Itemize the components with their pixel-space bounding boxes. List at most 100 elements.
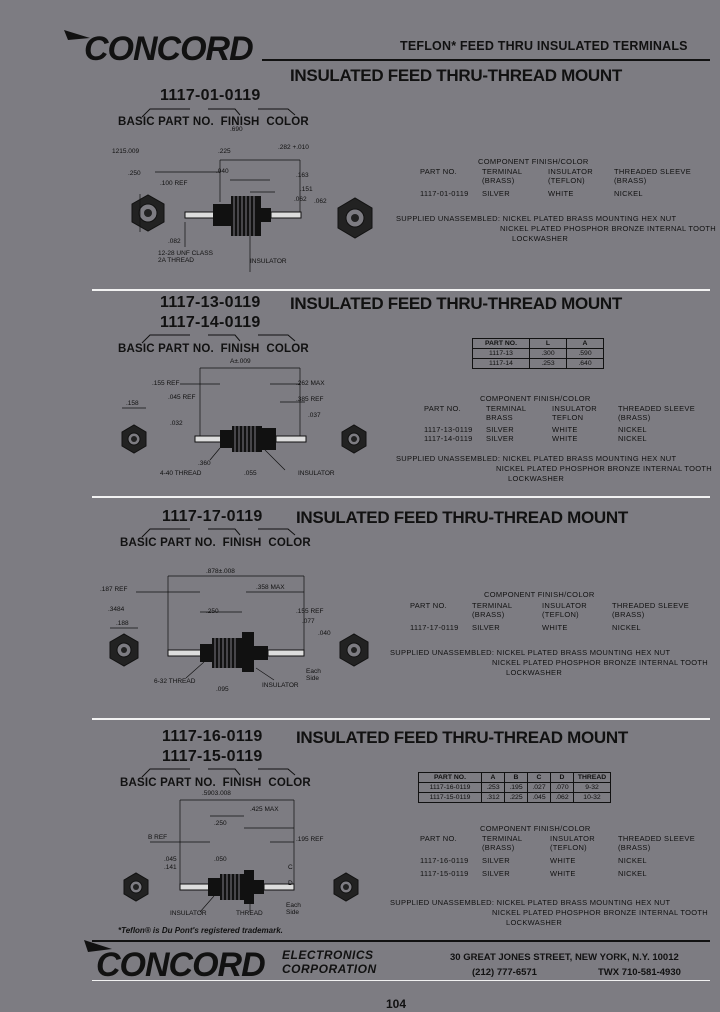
supplied-line: NICKEL PLATED PHOSPHOR BRONZE INTERNAL T… — [496, 464, 713, 473]
part-number: 1117-17-0119 — [162, 508, 263, 525]
table-cell: SILVER — [486, 434, 514, 443]
dim-label: .040 — [318, 630, 331, 637]
dim-label: .082 — [168, 238, 181, 245]
table-cell: 1117-13 — [472, 348, 530, 359]
color-label: COLOR — [268, 777, 311, 789]
dim-label: .358 MAX — [256, 584, 285, 591]
part-labels: BASIC PART NO. FINISH COLOR — [118, 343, 309, 355]
component-table-title: COMPONENT FINISH/COLOR — [484, 590, 595, 599]
supplied-line: NICKEL PLATED PHOSPHOR BRONZE INTERNAL T… — [492, 908, 709, 917]
table-cell: NICKEL — [618, 425, 647, 434]
table-cell: 1117-01-0119 — [420, 189, 469, 198]
part-labels: BASIC PART NO. FINISH COLOR — [120, 777, 311, 789]
dim-label: 1215.009 — [112, 148, 140, 155]
footer-rule-top — [92, 940, 710, 942]
supplied-line: NICKEL PLATED PHOSPHOR BRONZE INTERNAL T… — [500, 224, 717, 233]
header-logo-swoosh — [62, 28, 92, 47]
footer-logo: CONCORD — [96, 946, 266, 984]
table-cell: .062 — [550, 792, 574, 803]
supplied-label: SUPPLIED UNASSEMBLED: — [390, 648, 495, 657]
table-cell: .027 — [527, 782, 551, 793]
part-labels: BASIC PART NO. FINISH COLOR — [120, 537, 311, 549]
col-header: TERMINAL BRASS — [486, 404, 527, 422]
dim-label: .878±.008 — [206, 568, 235, 575]
table-cell: SILVER — [482, 189, 510, 198]
supplied-line: NICKEL PLATED BRASS MOUNTING HEX NUT — [502, 454, 677, 463]
dim-label: 6-32 THREAD — [154, 678, 196, 685]
col-header: THREADED SLEEVE (BRASS) — [618, 834, 696, 852]
dim-label: .040 — [216, 168, 229, 175]
dim-label: 4-40 THREAD — [160, 470, 202, 477]
footer-twx: TWX 710-581-4930 — [598, 967, 681, 978]
dim-label: .250 — [206, 608, 219, 615]
terminal-drawing: .878±.008 .187 REF .358 MAX .3484 .250 .… — [96, 568, 386, 698]
dim-label: .077 — [302, 618, 315, 625]
dim-label: .188 — [116, 620, 129, 627]
supplied-line: LOCKWASHER — [506, 918, 563, 927]
terminal-drawing: .5903.008 .425 MAX .250 B REF .195 REF .… — [110, 790, 380, 920]
header: CONCORD TEFLON* FEED THRU INSULATED TERM… — [0, 0, 720, 70]
dim-label: .250 — [128, 170, 141, 177]
table-cell: 10-32 — [573, 792, 611, 803]
table-cell: 1117-15-0119 — [418, 792, 482, 803]
terminal-side-view — [179, 870, 295, 904]
dim-label: .250 — [214, 820, 227, 827]
dim-label: .360 — [198, 460, 211, 467]
table-cell: SILVER — [472, 623, 500, 632]
footer-phone: (212) 777-6571 — [472, 967, 537, 978]
table-cell: SILVER — [486, 425, 514, 434]
component-table: PART NO. TERMINAL (BRASS) INSULATOR (TEF… — [420, 834, 710, 878]
part-number: 1117-01-0119 — [160, 87, 261, 104]
table-cell: .253 — [481, 782, 505, 793]
dim-label: .155 REF — [152, 380, 180, 387]
dim-label: 12-28 UNF CLASS 2A THREAD — [158, 250, 213, 264]
col-header: PART NO. — [424, 404, 461, 413]
col-header: TERMINAL (BRASS) — [472, 601, 513, 619]
part-number-brackets — [140, 766, 310, 784]
col-header: THREAD — [573, 772, 611, 783]
dim-label: .100 REF — [160, 180, 188, 187]
table-cell: 1117-14-0119 — [424, 434, 473, 443]
header-logo: CONCORD — [84, 30, 254, 68]
table-cell: NICKEL — [612, 623, 641, 632]
part-number-brackets — [140, 526, 310, 544]
finish-label: FINISH — [220, 116, 260, 128]
dim-label: Each Side — [306, 668, 321, 682]
supplied-line: NICKEL PLATED BRASS MOUNTING HEX NUT — [496, 648, 671, 657]
hex-nut-end-view — [123, 872, 149, 902]
hex-nut-end-view-right — [337, 197, 373, 239]
col-header: A — [566, 338, 604, 349]
component-table-title: COMPONENT FINISH/COLOR — [478, 157, 589, 166]
supplied-line: LOCKWASHER — [512, 234, 569, 243]
dim-label: .055 — [244, 470, 257, 477]
table-cell: 1117-17-0119 — [410, 623, 459, 632]
table-cell: WHITE — [550, 869, 576, 878]
header-title: TEFLON* FEED THRU INSULATED TERMINALS — [400, 39, 688, 53]
table-cell: .253 — [529, 358, 567, 369]
col-header: C — [527, 772, 551, 783]
color-label: COLOR — [266, 343, 309, 355]
footer-logo-swoosh — [82, 938, 114, 959]
table-cell: 1117-13-0119 — [424, 425, 473, 434]
section-title: INSULATED FEED THRU-THREAD MOUNT — [296, 728, 628, 747]
trademark-note: *Teflon® is Du Pont's registered tradema… — [118, 926, 283, 935]
dim-label: .195 REF — [296, 836, 324, 843]
col-header: TERMINAL (BRASS) — [482, 834, 523, 852]
table-cell: WHITE — [552, 425, 578, 434]
dim-label: .045 REF — [168, 394, 196, 401]
dim-label: INSULATOR — [250, 258, 287, 265]
section-title: INSULATED FEED THRU-THREAD MOUNT — [296, 508, 628, 527]
dim-label: .050 — [214, 856, 227, 863]
supplied-line: NICKEL PLATED BRASS MOUNTING HEX NUT — [502, 214, 677, 223]
component-table-title: COMPONENT FINISH/COLOR — [480, 824, 591, 833]
dimension-table: PART NO. A B C D THREAD 1117-16-0119 .25… — [418, 772, 611, 803]
supplied-label: SUPPLIED UNASSEMBLED: — [390, 898, 495, 907]
col-header: THREADED SLEEVE (BRASS) — [618, 404, 696, 422]
dim-label: INSULATOR — [298, 470, 335, 477]
footer-rule-bottom — [92, 980, 710, 981]
terminal-drawing: .155 REF A±.009 .262 MAX .045 REF .158 .… — [100, 358, 380, 490]
finish-label: FINISH — [220, 343, 260, 355]
finish-label: FINISH — [222, 537, 262, 549]
col-header: INSULATOR (TEFLON) — [548, 167, 593, 185]
hex-nut-end-view — [131, 194, 165, 232]
